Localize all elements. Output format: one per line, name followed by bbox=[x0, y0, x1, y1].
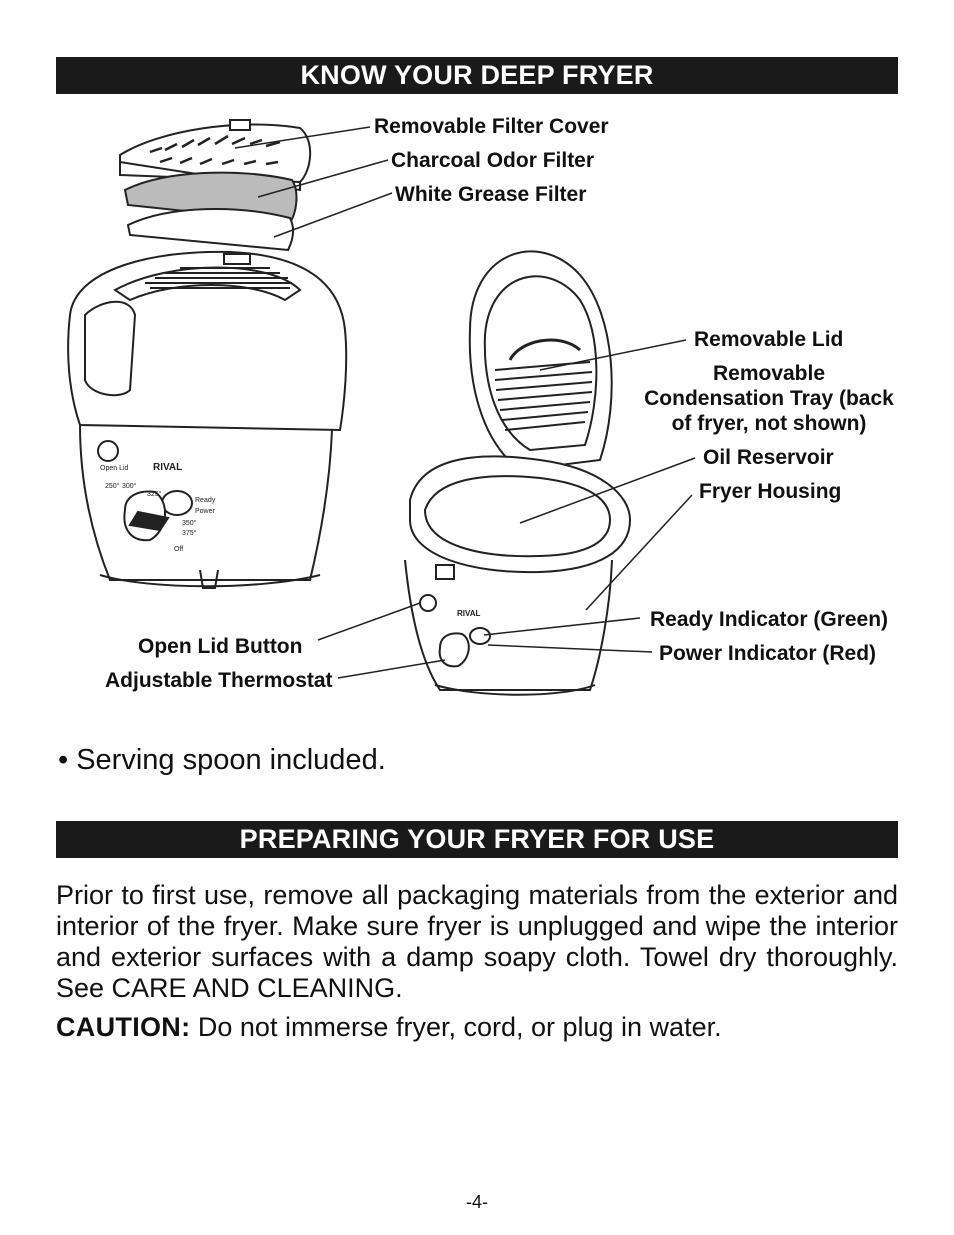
fryer-diagram: Open Lid RIVAL 250° 300° 325° Ready Powe… bbox=[0, 100, 954, 720]
label-condensation-line-1: Removable bbox=[712, 362, 826, 385]
label-open-lid-button: Open Lid Button bbox=[138, 635, 303, 658]
label-condensation-line-3: of fryer, not shown) bbox=[671, 412, 867, 435]
panel-brand-left: RIVAL bbox=[153, 462, 182, 473]
label-removable-filter-cover: Removable Filter Cover bbox=[374, 115, 609, 138]
know-your-deep-fryer-heading: KNOW YOUR DEEP FRYER bbox=[56, 57, 898, 94]
panel-ready: Ready bbox=[195, 497, 216, 504]
fryer-illustration: Open Lid RIVAL 250° 300° 325° Ready Powe… bbox=[67, 119, 696, 696]
label-oil-reservoir: Oil Reservoir bbox=[703, 446, 834, 469]
preparation-paragraph: Prior to first use, remove all packaging… bbox=[56, 880, 898, 1003]
panel-t375: 375° bbox=[182, 529, 197, 537]
caution-label: CAUTION: bbox=[56, 1012, 191, 1042]
panel-t325: 325° bbox=[147, 490, 162, 498]
label-condensation-tray: Removable Condensation Tray (back of fry… bbox=[644, 361, 894, 436]
caution-text: Do not immerse fryer, cord, or plug in w… bbox=[190, 1012, 722, 1042]
page-number: -4- bbox=[466, 1192, 488, 1212]
panel-off: Off bbox=[174, 546, 183, 553]
closed-fryer-drawing bbox=[67, 250, 348, 589]
open-fryer-drawing bbox=[404, 250, 632, 696]
label-removable-lid: Removable Lid bbox=[694, 328, 844, 351]
label-condensation-line-2: Condensation Tray (back bbox=[644, 387, 894, 410]
panel-power: Power bbox=[195, 508, 216, 515]
label-ready-indicator: Ready Indicator (Green) bbox=[650, 608, 889, 631]
panel-t350: 350° bbox=[182, 519, 197, 527]
panel-t300: 300° bbox=[122, 482, 137, 490]
filter-cover-drawing bbox=[119, 119, 312, 192]
label-adjustable-thermostat: Adjustable Thermostat bbox=[105, 669, 333, 692]
charcoal-filter-drawing bbox=[123, 171, 298, 224]
label-fryer-housing: Fryer Housing bbox=[699, 480, 842, 503]
label-charcoal-odor-filter: Charcoal Odor Filter bbox=[391, 149, 595, 172]
panel-open-lid-left: Open Lid bbox=[100, 465, 129, 472]
preparing-fryer-heading: PREPARING YOUR FRYER FOR USE bbox=[56, 821, 898, 858]
panel-brand-right: RIVAL bbox=[457, 609, 481, 618]
serving-spoon-note: • Serving spoon included. bbox=[58, 744, 386, 776]
grease-filter-drawing bbox=[126, 207, 295, 252]
caution-statement: CAUTION: Do not immerse fryer, cord, or … bbox=[56, 1010, 722, 1044]
label-power-indicator: Power Indicator (Red) bbox=[659, 642, 877, 665]
label-white-grease-filter: White Grease Filter bbox=[395, 183, 587, 206]
panel-t250: 250° bbox=[105, 482, 120, 490]
